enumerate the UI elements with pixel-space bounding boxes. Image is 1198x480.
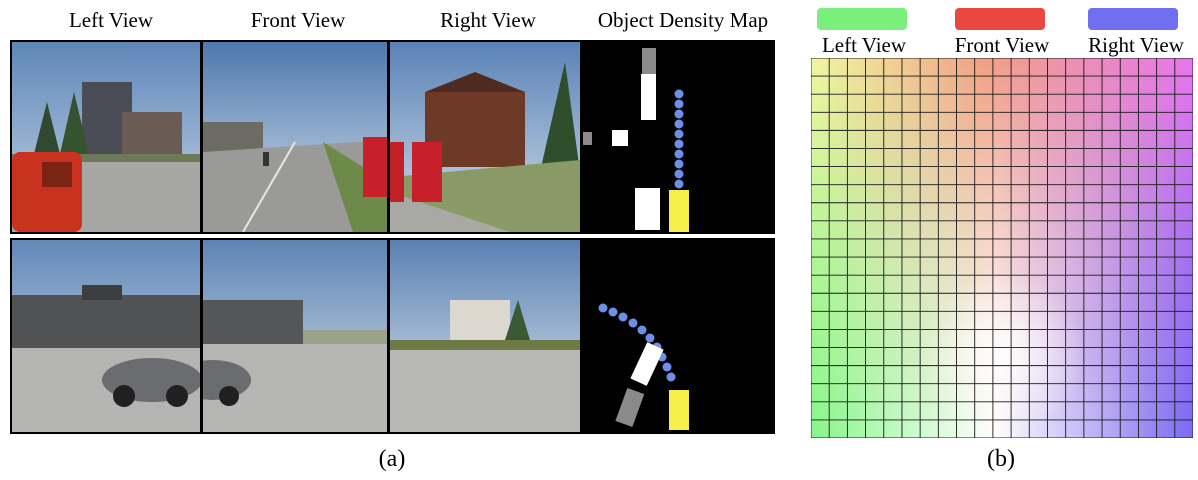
- map-object: [615, 387, 645, 427]
- view-attention-grid: [811, 58, 1193, 438]
- ego-vehicle: [669, 390, 689, 430]
- map-object: [612, 130, 628, 146]
- legend-label-left: Left View: [821, 33, 907, 57]
- header-right-view: Right View: [440, 8, 536, 32]
- legend-swatch-right: [1088, 8, 1178, 30]
- driving-scene-icon: [390, 42, 580, 232]
- row1-left-view-image: [12, 42, 200, 232]
- driving-scene-icon: [390, 240, 580, 432]
- driving-scene-icon: [12, 240, 200, 432]
- header-front-view: Front View: [250, 8, 346, 32]
- row1-right-view-image: [390, 42, 580, 232]
- grid-lines: [811, 58, 1193, 438]
- header-left-view: Left View: [68, 8, 154, 32]
- legend-label-right: Right View: [1088, 33, 1184, 57]
- row2-left-view-image: [12, 240, 200, 432]
- map-object: [630, 342, 664, 386]
- header-object-density-map: Object Density Map: [597, 8, 769, 32]
- legend-swatch-left: [817, 8, 907, 30]
- row2-front-view-image: [203, 240, 387, 432]
- subfigure-label-b: (b): [987, 446, 1015, 472]
- subfigure-label-a: (a): [378, 446, 406, 472]
- scene-row-2: [10, 238, 775, 434]
- map-object: [635, 188, 660, 230]
- map-object: [583, 132, 592, 145]
- row1-front-view-image: [203, 42, 387, 232]
- driving-scene-icon: [12, 42, 200, 232]
- row2-right-view-image: [390, 240, 580, 432]
- row2-density-map: [583, 240, 773, 432]
- driving-scene-icon: [203, 240, 387, 432]
- trajectory-dots: [674, 89, 684, 189]
- ego-vehicle: [669, 190, 689, 232]
- density-map-icon: [583, 48, 689, 232]
- map-object: [642, 48, 656, 76]
- row1-density-map: [583, 42, 773, 232]
- legend-swatch-front: [955, 8, 1045, 30]
- map-object: [641, 74, 656, 120]
- density-map-icon: [598, 303, 689, 430]
- grid-gradient-center: [811, 58, 1193, 438]
- legend-label-front: Front View: [954, 33, 1050, 57]
- driving-scene-icon: [203, 42, 387, 232]
- scene-row-1: [10, 40, 775, 234]
